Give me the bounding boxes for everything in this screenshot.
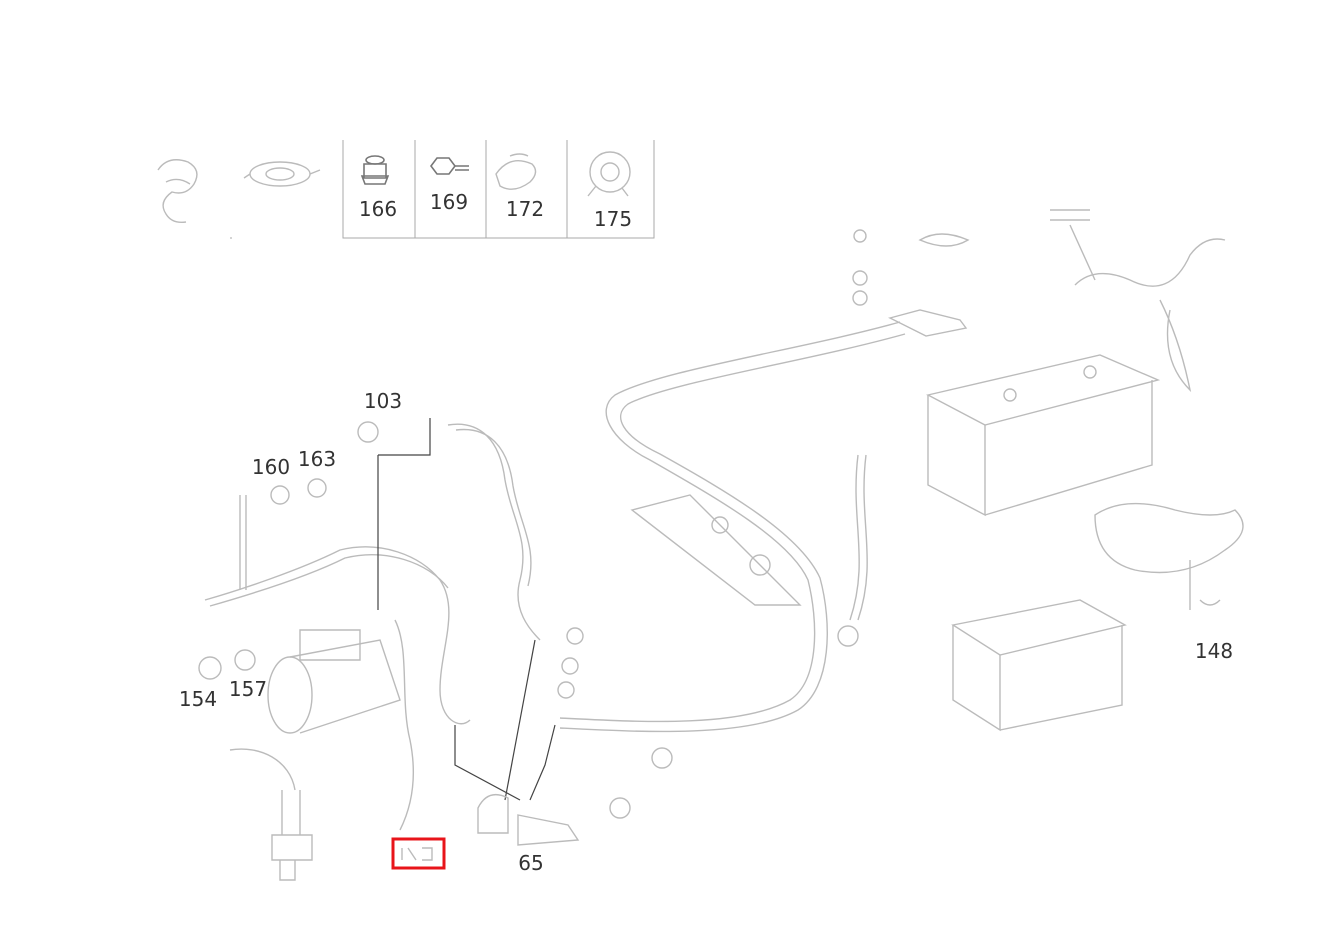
legend-strip: 166 169 172 175 [157, 140, 655, 239]
callout-148: 148 [1195, 639, 1233, 663]
callout-157: 157 [229, 677, 267, 701]
legend-label-169: 169 [430, 190, 468, 214]
highlighted-callout-box[interactable] [391, 837, 446, 870]
screw-part-icon [430, 157, 469, 175]
ground-strap-icon [1050, 209, 1226, 393]
callout-154: 154 [179, 687, 217, 711]
tie-part-icon [587, 151, 631, 197]
legend-label-166: 166 [359, 197, 397, 221]
battery-tray-icon [951, 599, 1127, 732]
callout-65: 65 [518, 851, 543, 875]
battery-clamp-icon [1094, 502, 1244, 610]
legend-label-175: 175 [594, 207, 632, 231]
rivet-part-icon [360, 155, 390, 185]
clip-part-icon [157, 159, 198, 224]
callout-leaders [377, 418, 556, 801]
battery-icon [926, 354, 1161, 517]
highlighted-callout-glyph [401, 847, 433, 861]
nut-washer-icons [198, 421, 673, 819]
ground-cable-icon [837, 454, 868, 647]
main-battery-cable [559, 309, 968, 733]
left-wiring-harness [204, 423, 541, 831]
callout-163: 163 [298, 447, 336, 471]
callout-160: 160 [252, 455, 290, 479]
sensor-icon [229, 748, 313, 881]
callout-103: 103 [364, 389, 402, 413]
junction-block-icon [477, 794, 580, 846]
cover-part-icon [495, 153, 537, 190]
fuse-holder-icon [630, 494, 802, 606]
grommet-part-icon [243, 161, 321, 187]
starter-motor-icon [267, 629, 401, 734]
legend-label-172: 172 [506, 197, 544, 221]
terminal-hardware-icon [852, 229, 970, 306]
